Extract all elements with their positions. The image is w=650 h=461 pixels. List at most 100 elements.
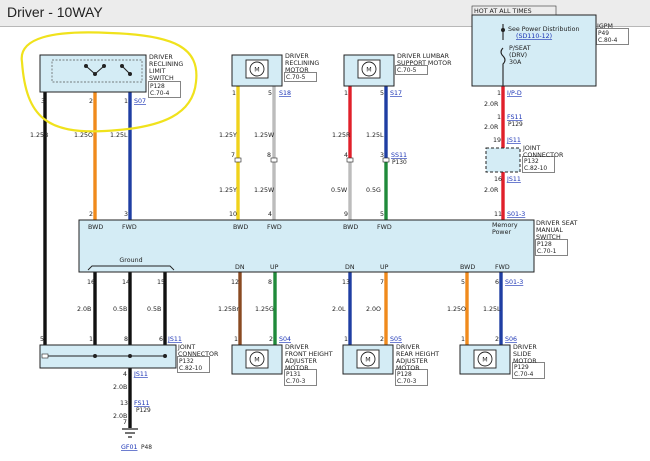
pin-number-ss_top_4: 4 — [344, 152, 348, 159]
motor-icon-label: M — [366, 66, 371, 73]
joint-connector-top-ref: C.82-10 — [524, 166, 547, 172]
seat-switch-name: SWITCH — [536, 234, 561, 241]
connector-s17: S17 — [390, 90, 402, 97]
wire-label-lm_1: 1.25R — [332, 132, 351, 139]
wire-label-lm_5: 1.25L — [366, 132, 384, 139]
switch-terminal-bwd4: BWD — [460, 264, 475, 271]
motor-icon-label: M — [254, 66, 259, 73]
switch-terminal-fwd2: FWD — [267, 224, 282, 231]
motor-icon-label: M — [254, 356, 259, 363]
pin-number-fh_2: 2 — [269, 336, 273, 343]
pin-number-ipm_out: 1 — [497, 90, 501, 97]
memory-power-label: Memory — [492, 222, 518, 229]
fuse-label: 30A — [509, 59, 522, 66]
pin-number-sw_2: 2 — [89, 211, 93, 218]
motor-icon — [477, 351, 493, 367]
pin-number-rm_1: 1 — [232, 90, 236, 97]
motor-icon — [249, 351, 265, 367]
pin-number-sw_14: 14 — [122, 279, 130, 286]
wire-label-rl_1: 1.25L — [110, 132, 128, 139]
switch-terminal-up1: UP — [270, 264, 279, 271]
pin-number-jb_7: 7 — [123, 419, 127, 426]
hot-at-all-times-label: HOT AT ALL TIMES — [474, 8, 532, 15]
switch-terminal-dn1: DN — [235, 264, 245, 271]
reclining-motor-name: RECLINING — [285, 60, 319, 67]
ground-label: Ground — [119, 257, 142, 264]
wire-label-sl_6: 1.25L — [483, 306, 501, 313]
front-height-motor-ref: C.70-3 — [286, 379, 306, 385]
pin-number-ss_top_7: 7 — [231, 152, 235, 159]
wire-label-rl_2: 1.25O — [74, 132, 93, 139]
joint-connector-bottom-ref: C.82-10 — [179, 366, 202, 372]
connector-gf01: GF01 — [121, 444, 138, 451]
ground-bracket — [87, 265, 175, 271]
pin-number-rm_5: 5 — [268, 90, 272, 97]
wire-label-ipm_a: 2.0R — [484, 101, 499, 108]
joint-connector-bottom-name: CONNECTOR — [178, 351, 219, 358]
lumbar-motor-ref-border — [395, 65, 428, 75]
wire-label-fh_12: 1.25Br — [218, 306, 239, 313]
connector-fs11a: FS11 — [507, 114, 523, 121]
rear-height-motor-ref: C.70-3 — [397, 379, 417, 385]
pin-number-lm_1: 1 — [344, 90, 348, 97]
pin-number-sw_8: 8 — [268, 279, 272, 286]
pin-number-jct_top_b: 19 — [493, 137, 501, 144]
joint-connector-top-ref-border — [522, 156, 555, 173]
pin-number-jb_6: 6 — [159, 336, 163, 343]
slide-motor-ref-border — [512, 362, 545, 379]
wire-label-ipm_b: 2.0R — [484, 124, 499, 131]
wire-label-rh_7: 2.0O — [366, 306, 381, 313]
connector-ss11-ref: P130 — [392, 160, 407, 166]
pin-number-sw_9: 9 — [344, 211, 348, 218]
reclining-limit-switch-name: RECLINING — [149, 61, 183, 68]
connector-s06: S06 — [505, 336, 517, 343]
contact-dot — [120, 64, 124, 68]
joint-connector-bottom-name: JOINT — [177, 344, 195, 351]
seat-switch-ref-border — [535, 239, 568, 256]
wire-label-rm_5: 1.25W — [254, 132, 275, 139]
rear-height-motor-name: REAR HEIGHT — [396, 351, 439, 358]
pin-number-sw_4: 4 — [268, 211, 272, 218]
wire-label-rm_1: 1.25Y — [219, 132, 237, 139]
pin-number-sw_7: 7 — [380, 279, 384, 286]
motor-icon — [249, 61, 265, 77]
switch-terminal-fwd3: FWD — [377, 224, 392, 231]
wire-label-ipm_c: 2.0R — [484, 187, 499, 194]
connector-js11c: JS11 — [167, 336, 182, 343]
connector-ipd: I/P-D — [507, 90, 522, 97]
connector-s01b: S01-3 — [505, 279, 523, 286]
wires — [43, 86, 505, 428]
igpm-ref: P49 — [598, 31, 609, 37]
motor-icon-label: M — [482, 356, 487, 363]
pin-number-jb_8: 8 — [124, 336, 128, 343]
fuse-label: (DRV) — [509, 52, 527, 59]
fuse-label: P/SEAT — [509, 45, 531, 52]
reclining-motor-ref: C.70-5 — [286, 75, 306, 81]
hot-label-border — [471, 5, 557, 16]
rear-height-motor-ref-border — [395, 369, 428, 386]
pin-number-jb_4: 4 — [123, 371, 127, 378]
pin-number-sw_6: 6 — [495, 279, 499, 286]
joint-connector-bottom-ref-border — [177, 356, 210, 373]
connector-s07: S07 — [134, 98, 146, 105]
pin-number-rl_3: 3 — [41, 98, 45, 105]
pin-number-rh_1: 1 — [344, 336, 348, 343]
power-distribution-link: (SD110-12) — [516, 33, 552, 40]
slide-motor-name: MOTOR — [513, 358, 537, 365]
pin-number-sw_11: 11 — [494, 211, 502, 218]
seat-switch-name: DRIVER SEAT — [536, 220, 578, 227]
pin-number-fh_1: 1 — [234, 336, 238, 343]
pin-number-ss_top_8: 8 — [267, 152, 271, 159]
connector-s18: S18 — [279, 90, 291, 97]
rear-height-motor-name: MOTOR — [396, 365, 420, 372]
pin-number-sw_15: 15 — [157, 279, 165, 286]
pin-number-sw_5b: 5 — [461, 279, 465, 286]
front-height-motor-name: MOTOR — [285, 365, 309, 372]
connector-clip-icon — [346, 157, 354, 163]
wire-label-fh_8: 1.25G — [255, 306, 274, 313]
connector-clip-icon — [41, 353, 49, 359]
annotation-circle — [20, 31, 198, 133]
bus-junction-dot — [93, 354, 97, 358]
igpm-name: IGPM — [597, 23, 613, 30]
